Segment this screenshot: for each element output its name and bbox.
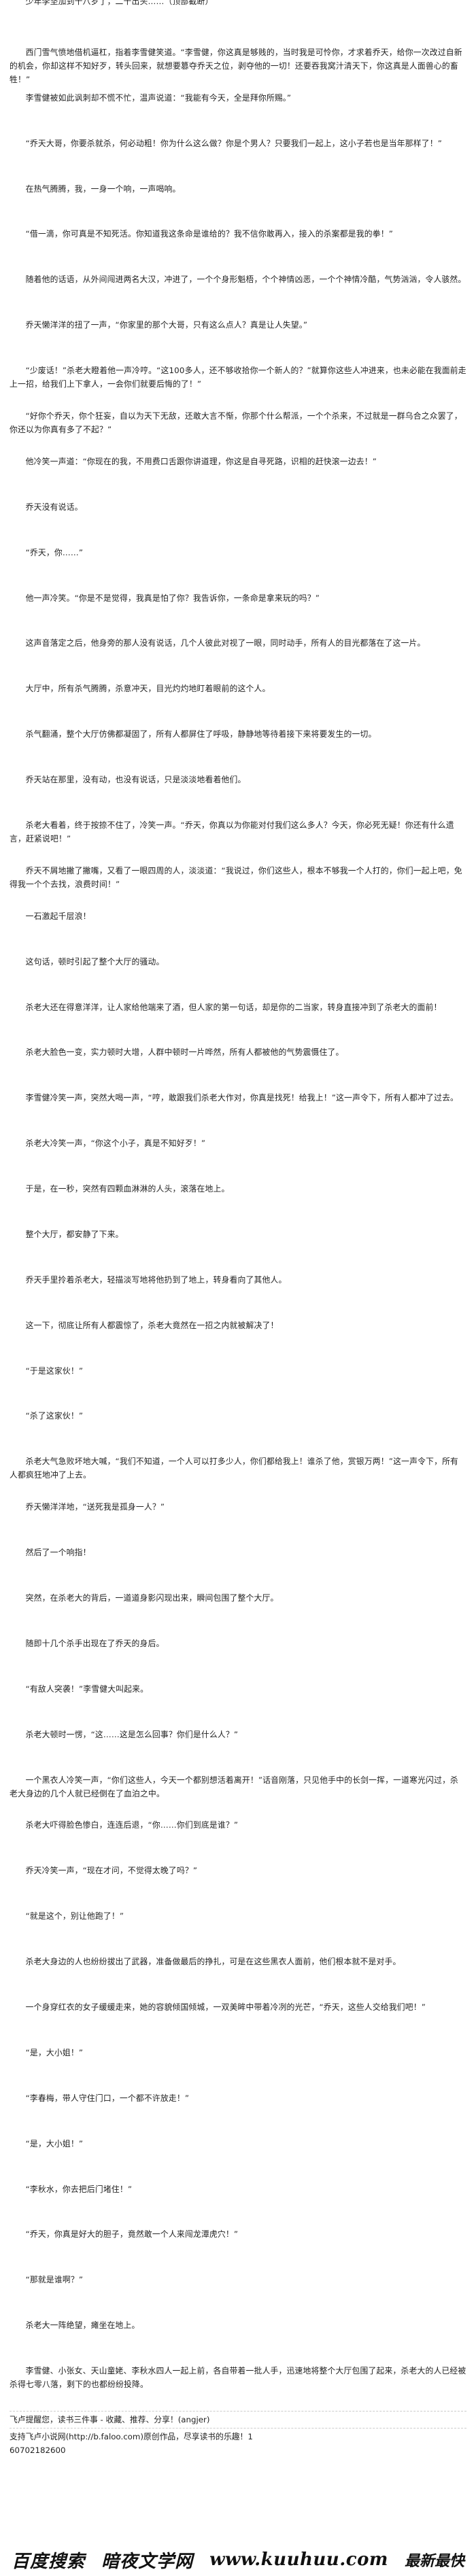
paragraph: “于是这家伙！”: [25, 1366, 84, 1376]
paragraph: 突然，在杀老大的背后，一道道身影闪现出来，瞬间包围了整个大厅。: [25, 1593, 279, 1603]
footer-reminder: 飞卢提醒您，读书三件事 - 收藏、推荐、分享！(angjer): [10, 2415, 210, 2424]
paragraph: 然后了一个响指！: [25, 1548, 91, 1557]
paragraph: 一个黑衣人冷笑一声，“你们这些人，今天一个都别想活着离开！”话音刚落，只见他手中…: [10, 1775, 459, 1798]
watermark-slogan: 最新最快: [404, 2552, 464, 2570]
paragraph: 乔天没有说话。: [25, 502, 83, 512]
paragraph: 杀老大气急败坏地大喊，“我们不知道，一个人可以打多少人，你们都给我上！谁杀了他，…: [10, 1457, 459, 1480]
footer-support-link[interactable]: 支持飞卢小说网(http://b.faloo.com)原创作品，尽享读书的乐趣！…: [10, 2432, 253, 2441]
paragraph: 乔天站在那里，没有动，也没有说话，只是淡淡地看着他们。: [25, 775, 246, 784]
paragraph: 杀老大吓得脸色惨白，连连后退，“你……你们到底是谁？”: [25, 1820, 239, 1830]
paragraph: “那就是谁啊？”: [25, 2275, 84, 2284]
paragraph: “李秋水，你去把后门堵住！”: [25, 2185, 133, 2194]
paragraph: 乔天不屑地撇了撇嘴，又看了一眼四周的人，淡淡道：“我说过，你们这些人，根本不够我…: [10, 866, 462, 889]
paragraph: “就是这个，别让他跑了！”: [25, 1911, 124, 1921]
footer-block: 飞卢提醒您，读书三件事 - 收藏、推荐、分享！(angjer) 支持飞卢小说网(…: [10, 2409, 466, 2457]
watermark-url: www.kuuhuu.com: [209, 2549, 388, 2570]
paragraph: 整个大厅，都安静了下来。: [25, 1230, 124, 1239]
paragraph: 杀老大顿时一愣，“这……这是怎么回事？你们是什么人？”: [25, 1730, 239, 1739]
watermark-baidu: 百度搜索: [12, 2551, 86, 2572]
paragraph: “少废话！”杀老大瞪着他一声冷哼。“这100多人，还不够收拾你一个新人的？”就算…: [10, 366, 466, 389]
paragraph: “乔天，你真是好大的胆子，竟然敢一个人来闯龙潭虎穴！”: [25, 2229, 239, 2239]
paragraph: 李雪健被如此讽刺却不慌不忙，温声说道：“我能有今天，全是拜你所赐。”: [25, 93, 292, 103]
paragraph: 于是，在一秒，突然有四颗血淋淋的人头，滚落在地上。: [25, 1184, 230, 1194]
paragraph: “乔天，你……”: [25, 548, 84, 557]
paragraph: “是，大小姐！”: [25, 2139, 84, 2148]
paragraph: 他一声冷笑。“你是不是觉得，我真是怕了你？我告诉你，一条命是拿来玩的吗？”: [25, 593, 320, 603]
paragraph: 随即十几个杀手出现在了乔天的身后。: [25, 1639, 165, 1648]
paragraph: 在热气腾腾，我，一身一个响，一声喝响。: [25, 184, 181, 194]
paragraph: 杀老大一阵绝望，瘫坐在地上。: [25, 2320, 140, 2330]
paragraph: 这句话，顿时引起了整个大厅的骚动。: [25, 957, 165, 967]
paragraph: 李雪健、小张女、天山童姥、李秋水四人一起上前，各自带着一批人手，迅速地将整个大厅…: [10, 2366, 466, 2389]
paragraph: 随着他的话语，从外间闯进两名大汉，冲进了，一个个身形魁梧，个个神情凶恶，一个个神…: [25, 275, 466, 284]
paragraph: 大厅中，所有杀气腾腾，杀意冲天，目光灼灼地盯着眼前的这个人。: [25, 684, 271, 693]
paragraph: “乔天大哥，你要杀就杀，何必动粗！你为什么这么做？你是个男人？只要我们一起上，这…: [25, 139, 443, 148]
paragraph: “借一滴，你可真是不知死活。你知道我这条命是谁给的？我不信你敢再入，接入的杀案都…: [25, 229, 394, 239]
paragraph: 这一下，彻底让所有人都震惊了，杀老大竟然在一招之内就被解决了！: [25, 1321, 279, 1330]
paragraph: 乔天懒洋洋地，“送死我是孤身一人？”: [25, 1502, 165, 1512]
paragraph: 乔天冷笑一声，“现在才问，不觉得太晚了吗？”: [25, 1866, 198, 1875]
paragraph: 西门雪气愤地借机逼杠，指着李雪健笑道。“李雪健，你这真是够贱的，当时我是可怜你，…: [10, 48, 462, 84]
paragraph: 少年李坚加到十八岁了，二十出头……（顶部截断）: [25, 0, 214, 6]
paragraph: “有敌人突袭！”李雪健大叫起来。: [25, 1684, 149, 1694]
divider: [10, 2411, 466, 2412]
paragraph: 一石激起千层浪！: [25, 911, 91, 921]
paragraph: 杀老大脸色一变，实力顿时大增，人群中顿时一片哗然，所有人都被他的气势震慑住了。: [25, 1047, 344, 1057]
paragraph: 李雪健冷笑一声，突然大喝一声，“哼，敢跟我们杀老大作对，你真是找死！给我上！”这…: [25, 1093, 459, 1102]
watermark-banner: 百度搜索 暗夜文学网 www.kuuhuu.com 最新最快: [0, 2546, 476, 2573]
article-body: 少年李坚加到十八岁了，二十出头……（顶部截断） 西门雪气愤地借机逼杠，指着李雪健笑…: [10, 0, 466, 2409]
paragraph: “杀了这家伙！”: [25, 1411, 84, 1421]
paragraph: “是，大小姐！”: [25, 2048, 84, 2057]
paragraph: 这声音落定之后，他身旁的那人没有说话，几个人彼此对视了一眼，同时动手，所有人的目…: [25, 638, 426, 648]
paragraph: “好你个乔天，你个狂妄，自以为天下无敌，还敢大言不惭，你那个什么帮派，一个个杀来…: [10, 411, 462, 434]
watermark-site-name: 暗夜文学网: [101, 2551, 194, 2572]
paragraph: 乔天懒洋洋的扭了一声，“你家里的那个大哥，只有这么点人？真是让人失望。”: [25, 320, 308, 330]
paragraph: 他冷笑一声道：“你现在的我，不用费口舌跟你讲道理，你这是自寻死路，识相的赶快滚一…: [25, 457, 377, 466]
paragraph: “李春梅，带人守住门口，一个都不许放走！”: [25, 2093, 190, 2103]
paragraph: 杀老大身边的人也纷纷拔出了武器，准备做最后的挣扎，可是在这些黑衣人面前，他们根本…: [25, 1957, 401, 1966]
paragraph: 杀老大冷笑一声，“你这个小子，真是不知好歹！”: [25, 1138, 206, 1148]
paragraph: 杀老大看着，终于按捺不住了，冷笑一声。“乔天，你真以为你能对付我们这么多人？今天…: [10, 820, 454, 843]
paragraph: 杀老大还在得意洋洋，让人家给他端来了酒，但人家的第一句话，却是你的二当家，转身直…: [25, 1003, 442, 1012]
paragraph: 乔天手里拎着杀老大，轻描淡写地将他扔到了地上，转身看向了其他人。: [25, 1275, 287, 1285]
divider: [10, 2428, 466, 2429]
paragraph: 一个身穿红衣的女子缓缓走来，她的容貌倾国倾城，一双美眸中带着冷冽的光芒，“乔天，…: [25, 2002, 426, 2012]
footer-code: 60702182600: [10, 2446, 66, 2455]
paragraph: 杀气翻涌，整个大厅仿佛都凝固了，所有人都屏住了呼吸，静静地等待着接下来将要发生的…: [25, 729, 377, 739]
